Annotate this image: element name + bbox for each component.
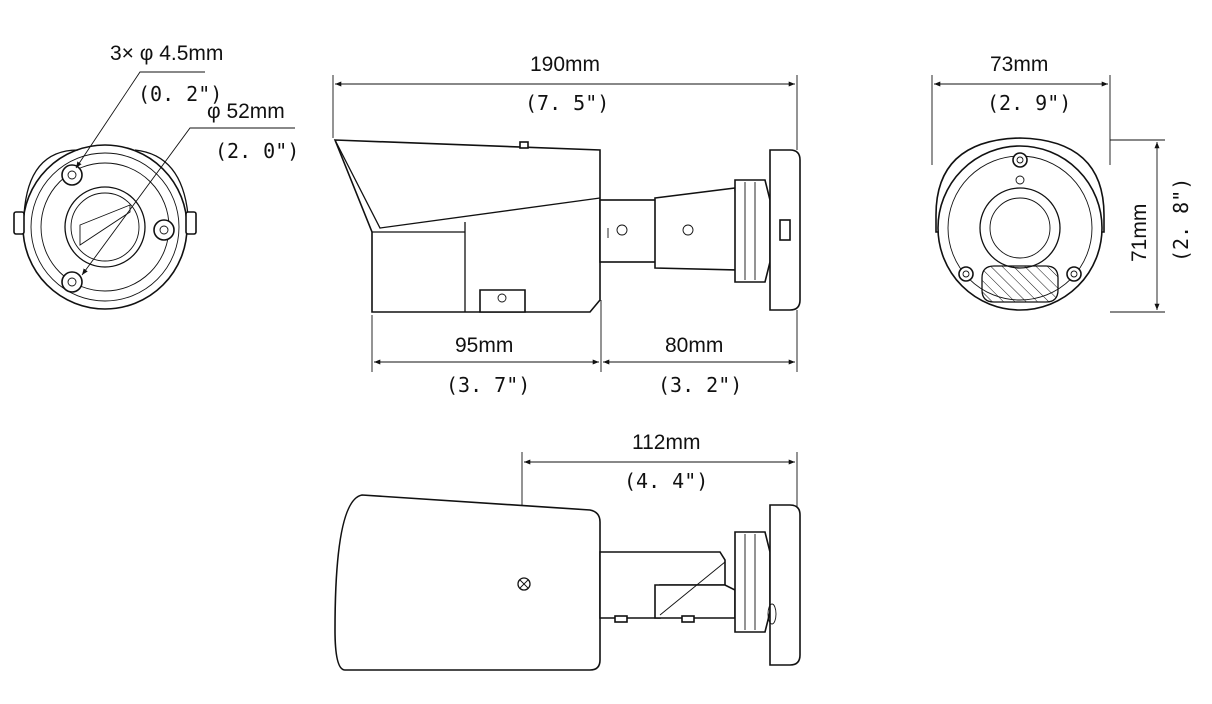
base-dimension-inch: (2. 0") [215,139,299,163]
camera-front-view: 73mm (2. 9") 71mm (2. 8") [931,53,1193,313]
cable-hole [64,186,146,268]
depth-label: 112mm [632,431,700,454]
bracket-arm [599,199,661,263]
mount-base-view: 3× φ 4.5mm (0. 2") φ 52mm (2. 0") [13,42,299,310]
base-dimension-label: φ 52mm [207,100,285,123]
ir-window [981,265,1059,303]
width-inch: (2. 9") [987,91,1071,115]
top-housing [334,494,601,671]
hole-leader-line [75,71,205,169]
bracket-length-label: 80mm [665,334,723,357]
top-cable-gland [734,531,771,633]
screw-hole-icon [61,164,83,186]
camera-housing [333,139,601,313]
height-label: 71mm [1128,204,1151,262]
height-inch: (2. 8") [1169,178,1193,262]
top-screw-icon [517,577,531,591]
front-housing [937,145,1103,311]
body-length-inch: (3. 7") [446,373,530,397]
top-mount-plate [769,504,801,666]
total-length-label: 190mm [530,53,600,76]
hole-dimension-label: 3× φ 4.5mm [110,42,223,65]
depth-inch: (4. 4") [624,469,708,493]
camera-side-view: 190mm (7. 5") 95mm (3. 7") 80mm (3. 2") [332,53,801,397]
width-label: 73mm [990,53,1048,76]
screw-hole-icon [153,219,175,241]
hole-dimension-inch: (0. 2") [138,82,222,106]
camera-top-view: 112mm (4. 4") [334,431,801,671]
total-length-inch: (7. 5") [525,91,609,115]
bracket-length-inch: (3. 2") [658,373,742,397]
base-leader-line [81,127,295,276]
screw-hole-icon [61,271,83,293]
body-length-label: 95mm [455,334,513,357]
cable-gland [734,179,771,283]
